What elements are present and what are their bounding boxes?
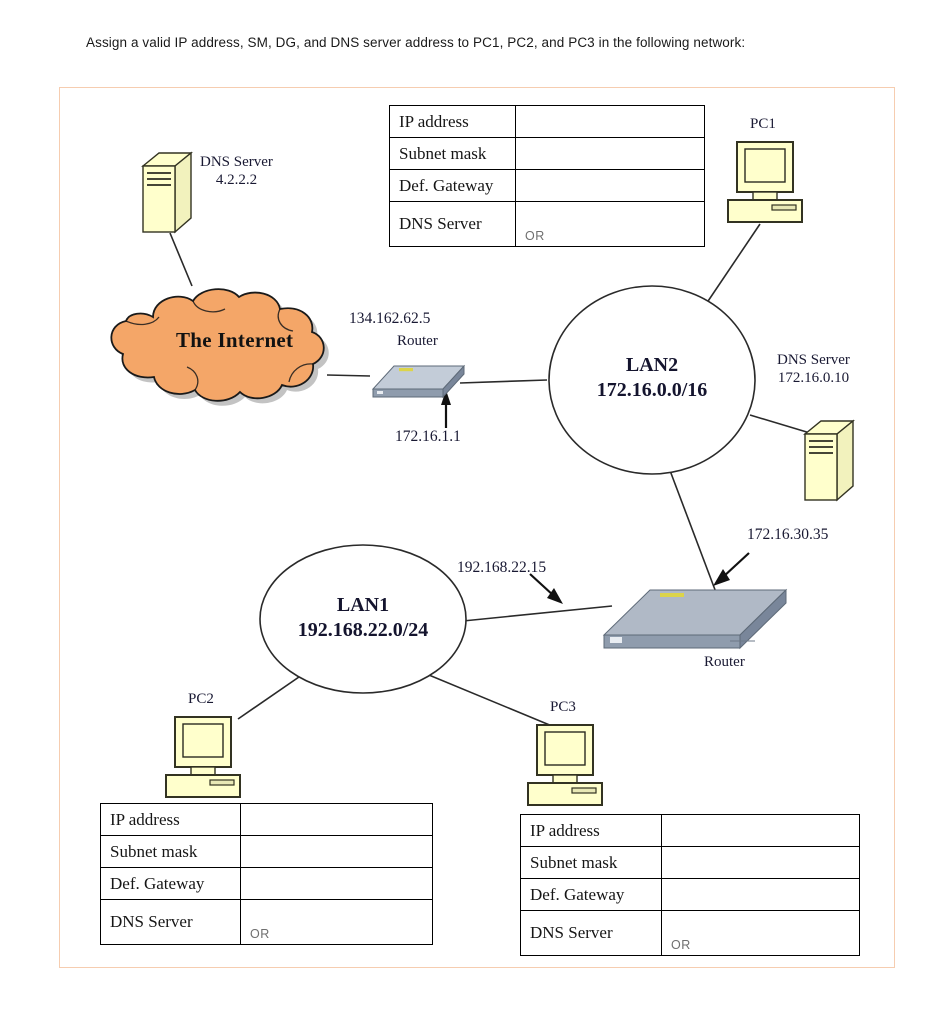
row-value-input[interactable] [515,105,705,138]
row-label: Subnet mask [520,846,662,879]
row-label: DNS Server [389,201,516,247]
row-label: DNS Server [100,899,241,945]
pc3-label: PC3 [550,699,576,715]
row-label: Subnet mask [389,137,516,170]
dns-server-lan2-icon [801,418,859,504]
pc2-config-table: IP address Subnet mask Def. Gateway DNS … [100,803,433,945]
dns-server-lan2-label: DNS Server 172.16.0.10 [777,352,850,387]
router-bottom-lan2-ip-label: 172.16.30.35 [747,526,829,543]
link-lan1-to-router-bottom [462,605,613,622]
dns-server-internet-label: DNS Server 4.2.2.2 [200,154,273,189]
table-row: IP address [389,105,705,138]
router-bottom-label: Router [704,654,745,670]
lan1-name: LAN1 [336,594,390,616]
row-value-input[interactable] [661,878,860,911]
table-row: Def. Gateway [100,867,433,900]
page-title: Assign a valid IP address, SM, DG, and D… [86,35,746,50]
lan2-label: LAN2 172.16.0.0/16 [572,353,732,403]
row-value-input[interactable] [661,814,860,847]
link-lan2-to-dns-lan2 [749,414,811,434]
table-row: IP address [100,803,433,836]
table-row: IP address [520,814,860,847]
arrow-router-bottom-lan1 [529,573,563,604]
table-row: Subnet mask [100,835,433,868]
or-separator-label: OR [250,927,270,942]
row-value-input[interactable] [240,867,433,900]
router-top-lan-ip-label: 172.16.1.1 [395,428,461,445]
pc1-config-table: IP address Subnet mask Def. Gateway DNS … [389,105,705,247]
arrow-router-top-lan [441,390,451,428]
internet-cloud-icon [94,280,344,406]
pc3-config-table: IP address Subnet mask Def. Gateway DNS … [520,814,860,956]
pc1-icon [726,138,806,226]
table-row: Def. Gateway [520,878,860,911]
router-top-wan-ip-label: 134.162.62.5 [349,310,431,327]
row-label: IP address [389,105,516,138]
table-row: Def. Gateway [389,169,705,202]
arrow-router-bottom-lan2 [713,552,750,586]
link-cloud-to-router-top [326,374,371,377]
router-top-label: Router [397,333,438,349]
table-row: DNS Server OR [520,910,860,956]
dns-server-internet-icon [139,150,197,236]
pc1-label: PC1 [750,116,776,132]
row-label: Def. Gateway [520,878,662,911]
link-lan2-to-router-bottom [662,451,721,604]
lan1-network: 192.168.22.0/24 [297,619,429,641]
link-lan1-to-pc3 [411,667,553,727]
router-bottom-lan1-ip-label: 192.168.22.15 [457,559,547,576]
row-value-input[interactable]: OR [515,201,705,247]
table-row: DNS Server OR [389,201,705,247]
row-value-input[interactable] [661,846,860,879]
link-dns-internet-to-cloud [169,232,193,287]
row-value-input[interactable]: OR [661,910,860,956]
table-row: Subnet mask [389,137,705,170]
row-label: DNS Server [520,910,662,956]
dns-server-lan2-address: 172.16.0.10 [777,369,850,386]
lan2-cloud-ellipse [547,283,757,478]
row-label: Def. Gateway [389,169,516,202]
dns-server-lan2-name: DNS Server [777,352,850,368]
or-separator-label: OR [671,938,691,953]
router-bottom-icon [600,580,790,660]
router-top-icon [370,353,468,399]
lan2-name: LAN2 [625,354,679,376]
row-value-input[interactable] [240,803,433,836]
row-label: IP address [100,803,241,836]
row-value-input[interactable]: OR [240,899,433,945]
row-value-input[interactable] [515,169,705,202]
network-diagram: The Internet DNS Server 4.2.2.2 [59,87,895,968]
lan1-label: LAN1 192.168.22.0/24 [273,593,453,643]
row-label: Subnet mask [100,835,241,868]
pc2-icon [164,713,244,801]
pc2-label: PC2 [188,691,214,707]
row-value-input[interactable] [240,835,433,868]
table-row: DNS Server OR [100,899,433,945]
link-router-top-to-lan2 [459,379,548,384]
row-label: Def. Gateway [100,867,241,900]
dns-server-internet-address: 4.2.2.2 [215,171,258,188]
cloud-label: The Internet [176,328,294,352]
dns-server-internet-name: DNS Server [200,154,273,170]
row-value-input[interactable] [515,137,705,170]
lan1-cloud-ellipse [258,543,468,695]
table-row: Subnet mask [520,846,860,879]
pc3-icon [526,721,606,809]
row-label: IP address [520,814,662,847]
or-separator-label: OR [525,229,545,244]
lan2-network: 172.16.0.0/16 [596,379,708,401]
